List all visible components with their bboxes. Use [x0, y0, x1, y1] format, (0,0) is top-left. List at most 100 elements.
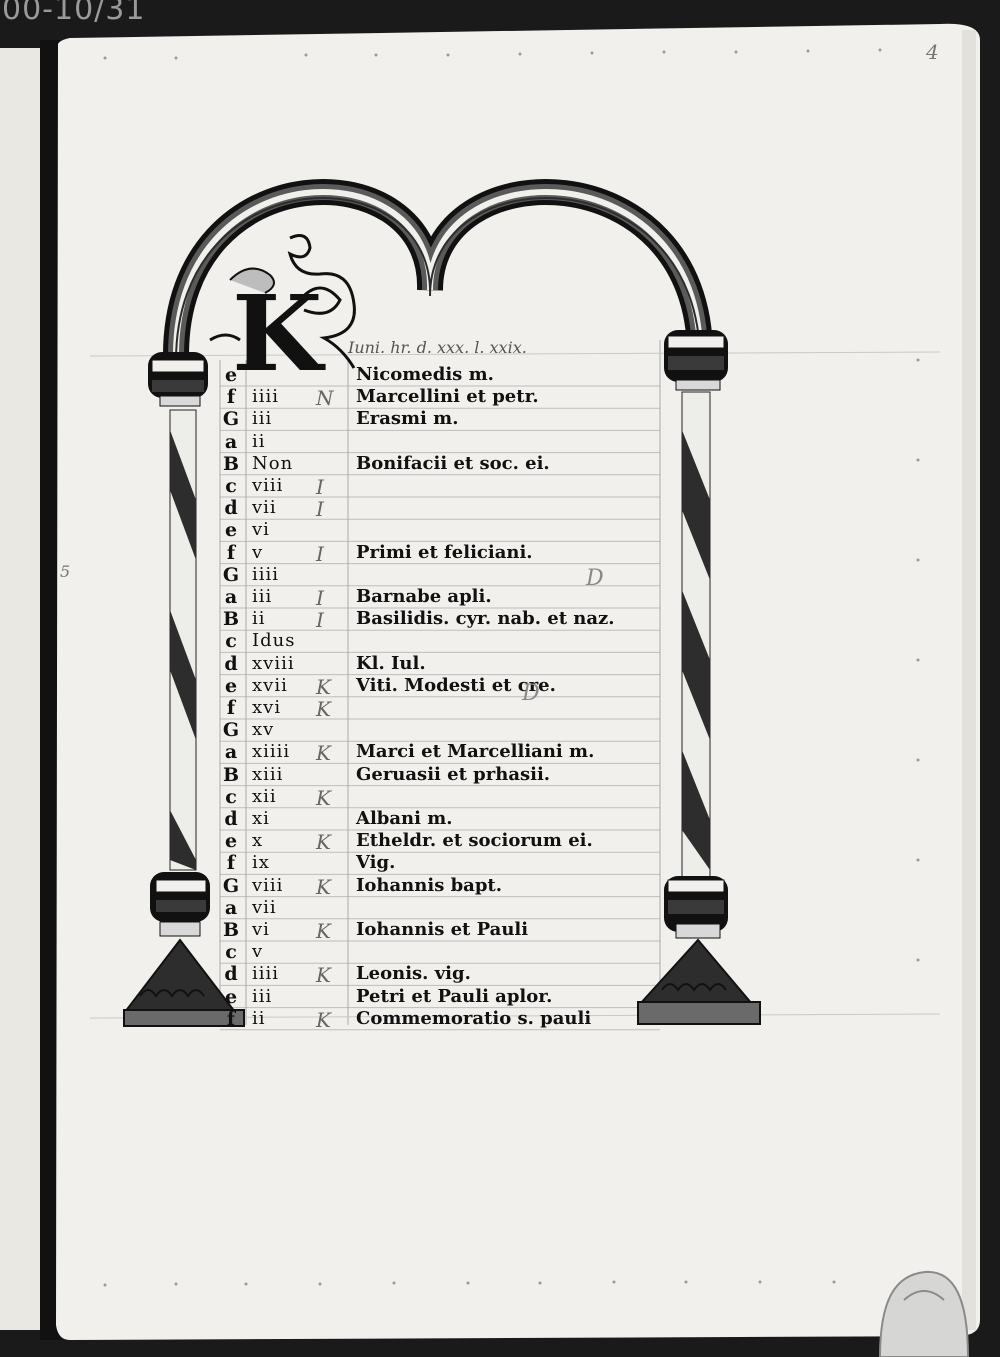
dominical-letter: c	[225, 630, 237, 653]
feast-entry: Marci et Marcelliani m.	[356, 741, 595, 763]
roman-numeral: xvi	[252, 697, 282, 718]
feast-entry: Leonis. vig.	[356, 963, 471, 985]
dominical-letter: B	[222, 763, 240, 786]
dominical-letter: a	[224, 896, 238, 919]
roman-numeral: v	[252, 541, 264, 563]
roman-numeral: ix	[252, 852, 270, 874]
feast-entry: Iohannis et Pauli	[356, 919, 529, 940]
roman-numeral: xi	[252, 808, 270, 829]
feast-entry: Geruasii et prhasii.	[356, 763, 551, 785]
kalends-mark: K	[316, 697, 331, 721]
dominical-letter: G	[222, 874, 240, 897]
dominical-letter: B	[222, 452, 240, 475]
dominical-letter: B	[222, 608, 240, 631]
dominical-letter: a	[224, 430, 238, 453]
feast-entry: Marcellini et petr.	[356, 386, 539, 408]
kalends-mark: K	[316, 785, 331, 810]
roman-numeral: vii	[252, 497, 277, 519]
roman-numeral: xvii	[252, 674, 288, 696]
dominical-letter: B	[222, 919, 240, 941]
dominical-letter: a	[224, 586, 238, 608]
feast-entry: Albani m.	[356, 808, 453, 829]
dominical-letter: f	[226, 541, 236, 564]
roman-numeral: vi	[252, 519, 270, 541]
kalends-mark: K	[316, 963, 331, 988]
kalends-mark: K	[316, 830, 331, 855]
feast-entry: Basilidis. cyr. nab. et naz.	[356, 608, 615, 630]
feast-entry: Petri et Pauli aplor.	[356, 985, 553, 1007]
annotation-mark: D	[586, 566, 604, 591]
roman-numeral: vi	[252, 919, 270, 940]
roman-numeral: ii	[252, 608, 266, 630]
roman-numeral: xviii	[252, 652, 295, 674]
feast-entry: Erasmi m.	[356, 408, 459, 430]
kalends-mark: K	[316, 874, 331, 899]
feast-entry: Kl. Iul.	[356, 652, 426, 674]
dominical-letter: G	[222, 719, 240, 742]
roman-numeral: xii	[252, 785, 277, 807]
feast-entry: Iohannis bapt.	[356, 874, 503, 896]
dominical-letter: d	[224, 652, 238, 675]
kalends-mark: N	[316, 386, 334, 411]
roman-numeral: iii	[252, 586, 273, 607]
margin-number: 5	[60, 562, 71, 581]
dominical-letter: e	[224, 674, 238, 697]
feast-entry: Bonifacii et soc. ei.	[356, 452, 550, 474]
kalends-mark: K	[316, 1007, 331, 1032]
decorated-initial-letter: K	[232, 272, 323, 395]
feast-entry: Vig.	[356, 852, 396, 874]
roman-numeral: ii	[252, 430, 266, 452]
dominical-letter: d	[224, 497, 238, 520]
roman-numeral: Non	[252, 452, 294, 474]
feast-entry: Primi et feliciani.	[356, 541, 533, 563]
kalends-mark: I	[316, 541, 324, 566]
dominical-letter: e	[224, 364, 238, 386]
dominical-letter: G	[222, 563, 240, 586]
roman-numeral: viii	[252, 874, 284, 896]
feast-entry: Barnabe apli.	[356, 586, 492, 607]
kalends-mark: I	[316, 475, 324, 499]
dominical-letter: c	[225, 785, 237, 808]
dominical-letter: a	[224, 741, 238, 764]
scan-corner-label: 00-10/31	[2, 0, 146, 27]
roman-numeral: ii	[252, 1007, 266, 1029]
dominical-letter: e	[224, 519, 238, 542]
dominical-letter: G	[222, 408, 240, 431]
dominical-letter: f	[226, 852, 236, 875]
roman-numeral: viii	[252, 475, 284, 496]
kalends-mark: I	[316, 586, 324, 610]
dominical-letter: c	[225, 475, 237, 497]
feast-entry: Nicomedis m.	[356, 364, 494, 385]
kalends-mark: I	[316, 608, 324, 633]
dominical-letter: f	[226, 386, 236, 409]
roman-numeral: v	[252, 941, 264, 963]
kalends-mark: K	[316, 741, 331, 766]
roman-numeral: iiii	[252, 386, 280, 408]
dominical-letter: d	[224, 808, 238, 830]
dominical-letter: c	[225, 941, 237, 964]
roman-numeral: xiii	[252, 763, 284, 785]
feast-entry: Commemoratio s. pauli	[356, 1007, 592, 1029]
roman-numeral: xv	[252, 719, 275, 741]
kalends-mark: K	[316, 919, 331, 943]
roman-numeral: iiii	[252, 963, 280, 985]
feast-entry: Etheldr. et sociorum ei.	[356, 830, 593, 852]
roman-numeral: vii	[252, 896, 277, 918]
dominical-letter: f	[226, 1007, 236, 1030]
roman-numeral: iii	[252, 408, 273, 430]
roman-numeral: iii	[252, 985, 273, 1007]
folio-number: 4	[926, 40, 939, 64]
roman-numeral: Idus	[252, 630, 296, 652]
roman-numeral: xiiii	[252, 741, 291, 763]
roman-numeral: x	[252, 830, 264, 852]
annotation-mark: D	[522, 681, 540, 706]
month-header-line: Iuni. hr. d. xxx. l. xxix.	[348, 338, 527, 357]
dominical-letter: e	[224, 985, 238, 1008]
feast-entry: Viti. Modesti et cre.	[356, 674, 556, 696]
kalends-mark: K	[316, 674, 331, 699]
roman-numeral: iiii	[252, 563, 280, 585]
dominical-letter: e	[224, 830, 238, 853]
dominical-letter: f	[226, 697, 236, 719]
